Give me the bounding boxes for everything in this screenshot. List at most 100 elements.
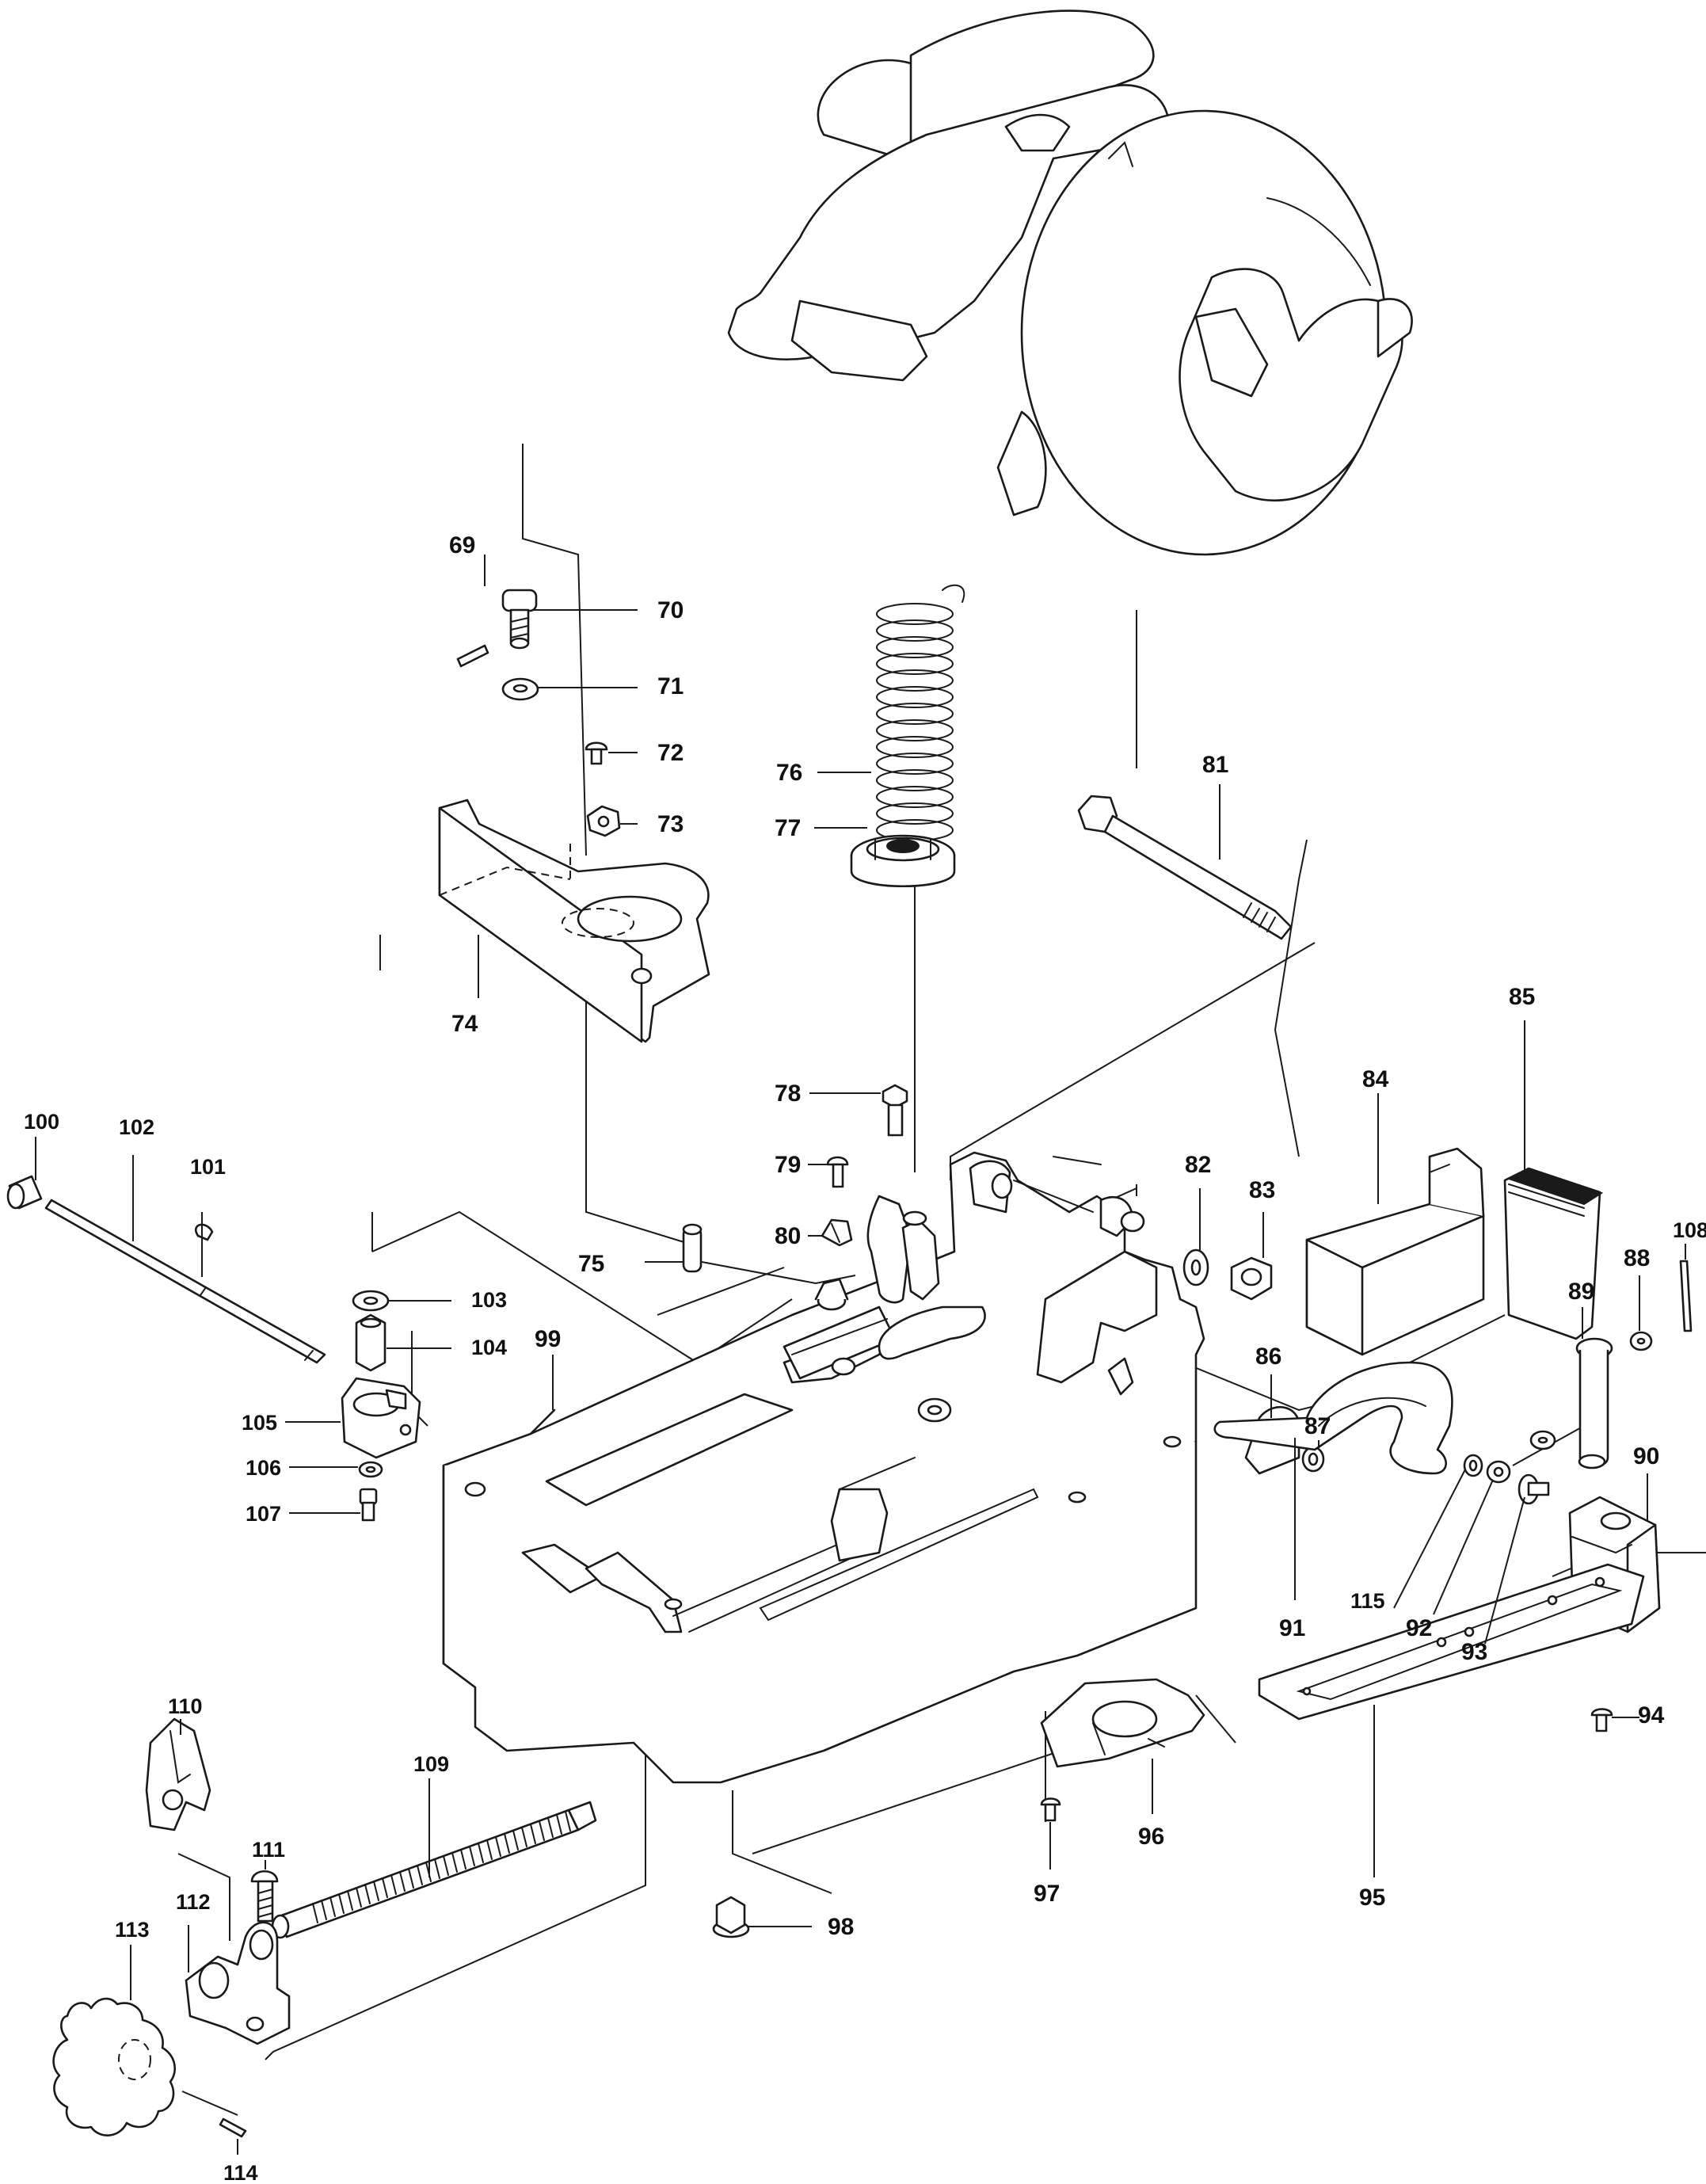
thread-line (495, 1836, 501, 1857)
part-80-clip (821, 1218, 853, 1247)
label-86: 86 (1255, 1344, 1281, 1370)
spring-coil (876, 669, 954, 692)
part-98-nut (712, 1896, 750, 1938)
part-97-screw (1040, 1797, 1061, 1822)
thread-line (443, 1855, 449, 1876)
part-87-bushing (1301, 1446, 1325, 1473)
thread-line (486, 1839, 493, 1860)
part-84-box (1305, 1147, 1485, 1356)
label-91: 91 (1279, 1615, 1305, 1641)
label-96: 96 (1138, 1824, 1164, 1850)
label-73: 73 (657, 811, 684, 837)
spring-coil (876, 703, 954, 725)
part-labels: 69 70 71 72 73 74 75 76 77 78 79 80 81 8… (24, 532, 1706, 2184)
spring-coil (876, 603, 954, 625)
thread-line (321, 1900, 327, 1920)
thread-line (338, 1893, 345, 1914)
thread-line (312, 1903, 318, 1923)
label-89: 89 (1568, 1279, 1594, 1305)
label-106: 106 (246, 1456, 281, 1480)
thread-line (408, 1868, 414, 1889)
part-76-spring (876, 584, 965, 841)
part-92-washer (1486, 1460, 1511, 1484)
part-109-lead-screw (271, 1801, 597, 1939)
label-104: 104 (471, 1336, 507, 1359)
part-70-shoulder-bolt (501, 589, 538, 650)
label-87: 87 (1304, 1413, 1331, 1439)
part-69-pin (456, 644, 489, 668)
thread-line (556, 1814, 562, 1835)
label-92: 92 (1406, 1615, 1432, 1641)
part-95-slide-plate (1258, 1563, 1645, 1721)
part-107-screw (359, 1488, 378, 1522)
label-107: 107 (246, 1502, 281, 1526)
part-85-grip-plate (1503, 1167, 1604, 1340)
spring-coil (876, 753, 954, 775)
part-102-shaft (44, 1199, 326, 1364)
thread-line (390, 1874, 397, 1895)
part-83-nut (1230, 1256, 1273, 1301)
thread-line (530, 1824, 536, 1844)
label-75: 75 (578, 1251, 604, 1277)
label-111: 111 (252, 1838, 285, 1862)
saw-head-assembly (727, 10, 1413, 556)
label-99: 99 (535, 1326, 561, 1352)
label-76: 76 (776, 760, 802, 786)
spring-coil (876, 686, 954, 708)
label-81: 81 (1202, 752, 1228, 778)
label-98: 98 (828, 1914, 854, 1940)
part-94-screw (1590, 1708, 1613, 1732)
thread-line (382, 1877, 388, 1898)
label-78: 78 (775, 1081, 801, 1107)
label-85: 85 (1509, 984, 1535, 1010)
label-113: 113 (115, 1918, 150, 1942)
label-110: 110 (168, 1694, 203, 1718)
part-77-spring-seat (850, 834, 956, 888)
label-100: 100 (24, 1110, 59, 1134)
label-97: 97 (1034, 1881, 1060, 1907)
part-111-screw (250, 1870, 279, 1923)
label-71: 71 (657, 673, 684, 699)
part-73-nut (586, 805, 621, 837)
label-79: 79 (775, 1152, 801, 1178)
label-82: 82 (1185, 1152, 1211, 1178)
part-104-nut (355, 1313, 387, 1372)
label-94: 94 (1638, 1702, 1665, 1729)
label-114: 114 (223, 2161, 258, 2184)
label-103: 103 (471, 1288, 507, 1312)
part-105-clamp-block (341, 1377, 421, 1459)
label-115: 115 (1350, 1589, 1385, 1613)
label-72: 72 (657, 740, 684, 766)
spring-coil (876, 619, 954, 642)
thread-line (521, 1827, 527, 1847)
thread-line (347, 1890, 353, 1911)
part-82-washer (1182, 1248, 1209, 1286)
part-113-knob (52, 1997, 177, 2136)
thread-line (434, 1858, 440, 1879)
thread-line (364, 1884, 371, 1904)
thread-line (417, 1865, 423, 1885)
label-102: 102 (119, 1115, 154, 1139)
label-80: 80 (775, 1223, 801, 1249)
thread-line (356, 1887, 362, 1908)
part-99-base (442, 1151, 1205, 1784)
spring-coil (876, 769, 954, 791)
thread-line (512, 1830, 519, 1850)
part-101-e-ring (195, 1223, 214, 1241)
label-108: 108 (1673, 1218, 1706, 1242)
label-95: 95 (1359, 1885, 1385, 1911)
thread-line (547, 1817, 554, 1838)
label-70: 70 (657, 597, 684, 623)
part-78-bolt (882, 1084, 908, 1137)
thread-line (373, 1881, 379, 1901)
thread-line (451, 1852, 458, 1873)
part-110-clip (145, 1717, 211, 1831)
label-105: 105 (242, 1411, 277, 1435)
thread-line (399, 1871, 406, 1892)
part-108-pin (1679, 1260, 1693, 1332)
thread-line (329, 1896, 336, 1917)
washer-small (1529, 1430, 1556, 1450)
label-93: 93 (1461, 1639, 1487, 1665)
part-71-washer (501, 677, 539, 701)
